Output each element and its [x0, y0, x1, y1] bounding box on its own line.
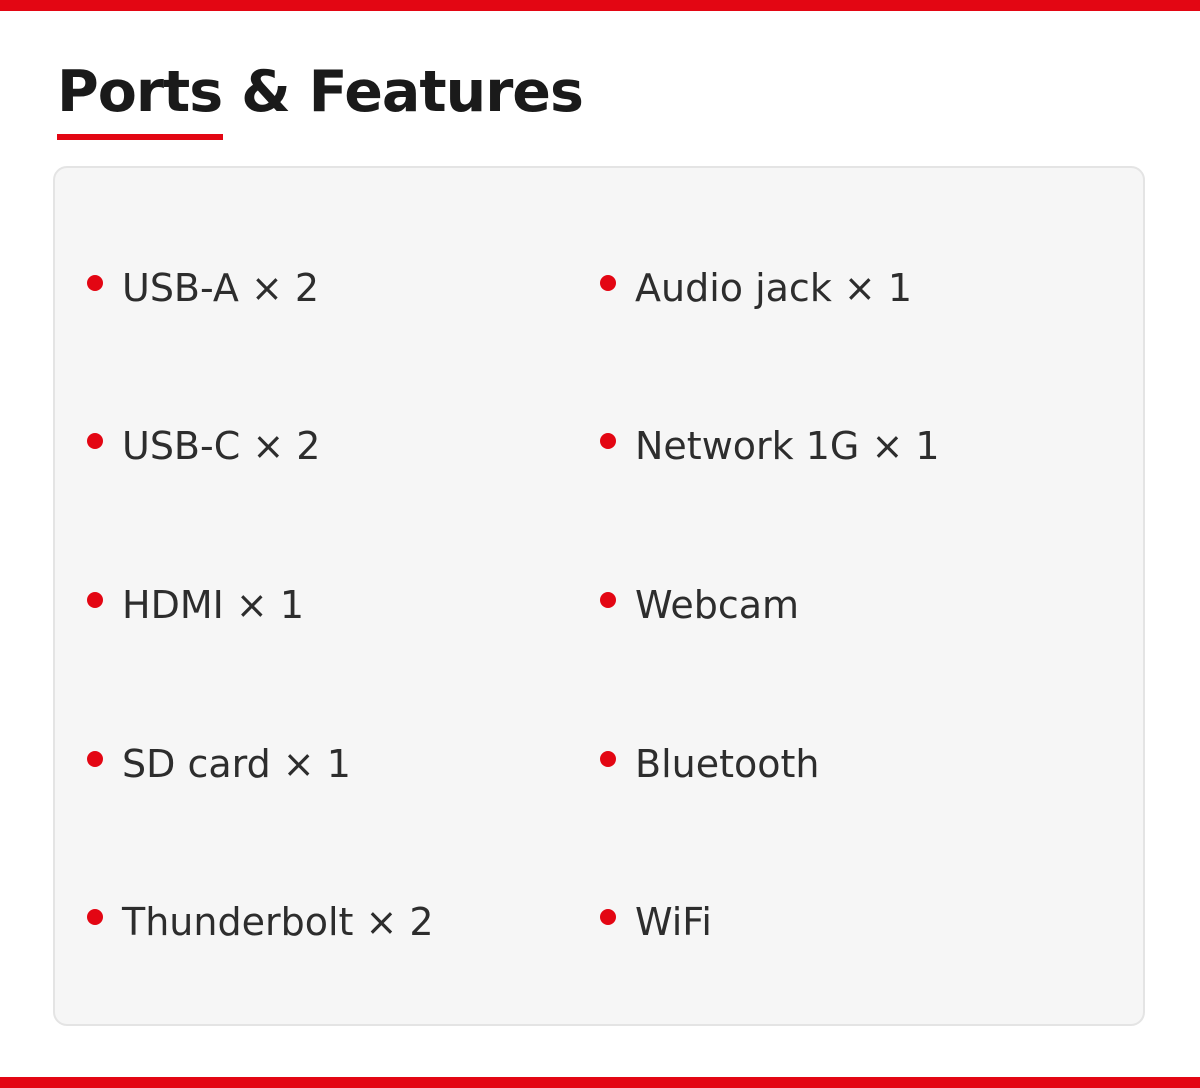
- features-panel: USB-A × 2 USB-C × 2 HDMI × 1 SD card × 1…: [53, 166, 1145, 1026]
- bullet-dot-icon: [600, 592, 616, 608]
- feature-label: SD card × 1: [122, 742, 351, 786]
- feature-item-thunderbolt: Thunderbolt × 2: [87, 892, 434, 952]
- feature-item-sd-card: SD card × 1: [87, 734, 351, 794]
- bullet-dot-icon: [87, 275, 103, 291]
- feature-label: Bluetooth: [635, 742, 820, 786]
- title-underline: [57, 134, 223, 140]
- bullet-dot-icon: [87, 592, 103, 608]
- feature-item-wifi: WiFi: [600, 892, 712, 952]
- feature-label: USB-A × 2: [122, 266, 320, 310]
- feature-item-webcam: Webcam: [600, 575, 799, 635]
- bottom-accent-bar: [0, 1077, 1200, 1088]
- feature-item-hdmi: HDMI × 1: [87, 575, 304, 635]
- bullet-dot-icon: [87, 909, 103, 925]
- bullet-dot-icon: [87, 433, 103, 449]
- feature-label: WiFi: [635, 900, 712, 944]
- feature-label: Webcam: [635, 583, 800, 627]
- feature-item-bluetooth: Bluetooth: [600, 734, 819, 794]
- feature-label: HDMI × 1: [122, 583, 305, 627]
- feature-item-network: Network 1G × 1: [600, 416, 940, 476]
- bullet-dot-icon: [600, 275, 616, 291]
- bullet-dot-icon: [87, 751, 103, 767]
- feature-label: Thunderbolt × 2: [122, 900, 434, 944]
- page-title: Ports & Features: [57, 59, 584, 125]
- feature-item-usb-a: USB-A × 2: [87, 258, 319, 318]
- bullet-dot-icon: [600, 909, 616, 925]
- feature-label: USB-C × 2: [122, 424, 321, 468]
- feature-item-audio-jack: Audio jack × 1: [600, 258, 912, 318]
- bullet-dot-icon: [600, 433, 616, 449]
- feature-item-usb-c: USB-C × 2: [87, 416, 320, 476]
- bullet-dot-icon: [600, 751, 616, 767]
- feature-label: Network 1G × 1: [635, 424, 940, 468]
- top-accent-bar: [0, 0, 1200, 11]
- feature-label: Audio jack × 1: [635, 266, 913, 310]
